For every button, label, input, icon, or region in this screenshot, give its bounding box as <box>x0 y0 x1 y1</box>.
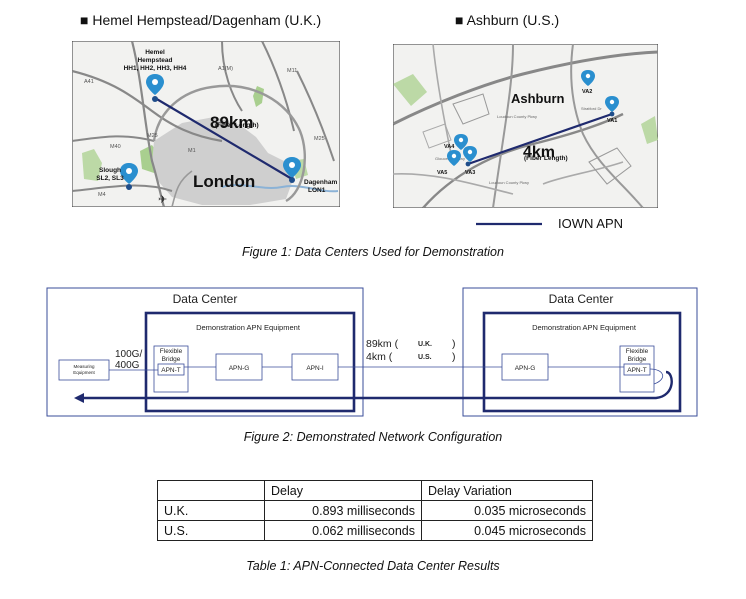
slough-label-line2: SL2, SL3 <box>96 175 124 182</box>
city-label-ashburn: Ashburn <box>511 91 565 106</box>
hemel-location-pin-icon <box>146 74 164 102</box>
left-apn-equipment-box <box>144 311 356 413</box>
slough-label-line1: Slough <box>99 167 121 174</box>
table-header-row: Delay Delay Variation <box>157 480 593 501</box>
return-signal-path <box>84 370 673 400</box>
uk-distance-note: (Fiber Length) <box>215 122 259 129</box>
uk-map-title: ■ Hemel Hempstead/Dagenham (U.K.) <box>80 12 322 28</box>
site-label-va4: VA4 <box>444 144 455 150</box>
distance-us-tag: U.S. <box>418 354 432 361</box>
road-label-m25-west: M25 <box>147 133 158 139</box>
us-map-title: ■ Ashburn (U.S.) <box>455 12 560 28</box>
network-diagram: Data Center Data Center Demonstration AP… <box>46 287 698 417</box>
distance-us-close: ) <box>452 351 456 363</box>
table-cell-region: U.K. <box>157 500 265 521</box>
table-cell-delay: 0.062 milliseconds <box>264 520 422 541</box>
hemel-label-line1: Hemel <box>145 49 165 56</box>
road-label-a41: A41 <box>84 79 94 85</box>
measuring-equipment-label-line1: Measuring <box>73 364 95 369</box>
road-label-m11: M11 <box>287 68 297 74</box>
table1-caption: Table 1: APN-Connected Data Center Resul… <box>246 559 500 573</box>
road-label-stratford-dr: Stratford Dr <box>581 106 602 111</box>
table-cell-delay-variation: 0.035 microseconds <box>421 500 593 521</box>
right-flexible-bridge-label-line1: Flexible <box>626 348 649 355</box>
measuring-equipment-label-line2: Equipment <box>73 370 95 375</box>
road-label-m25-east: M25 <box>314 136 325 142</box>
uk-distance: 89km <box>210 113 253 132</box>
speed-label-line1: 100G/ <box>115 349 142 360</box>
slough-location-pin-icon <box>120 163 138 190</box>
left-apn-g-label: APN-G <box>229 365 250 372</box>
apn-i-label: APN-I <box>306 365 324 372</box>
city-label-london: London <box>193 172 255 191</box>
left-data-center-title: Data Center <box>173 292 238 306</box>
va3-location-pin-icon <box>463 146 477 167</box>
us-distance: 4km <box>523 144 555 161</box>
table-header-delay: Delay <box>264 480 422 501</box>
table-cell-delay-variation: 0.045 microseconds <box>421 520 593 541</box>
right-data-center-box <box>462 287 698 417</box>
table-cell-delay: 0.893 milliseconds <box>264 500 422 521</box>
distance-uk-close: ) <box>452 338 456 350</box>
road-label-m4: M4 <box>98 192 106 198</box>
road-label-m1: M1 <box>188 148 196 154</box>
speed-label-line2: 400G <box>115 360 140 371</box>
dagenham-location-pin-icon <box>283 157 301 183</box>
right-apn-g-label: APN-G <box>515 365 536 372</box>
site-label-va2: VA2 <box>582 89 592 95</box>
road-label-a1m: A1(M) <box>218 66 233 72</box>
va2-location-pin-icon <box>581 70 595 86</box>
uk-map: A41 A1(M) M11 M25 M1 M40 M25 M4 ✈ Hemel … <box>72 41 340 207</box>
left-data-center-box <box>46 287 364 417</box>
distance-uk-tag: U.K. <box>418 341 432 348</box>
site-label-va1: VA1 <box>607 118 617 124</box>
dagenham-label-line1: Dagenham <box>304 179 337 186</box>
site-label-va3: VA3 <box>465 170 475 176</box>
left-apn-t-label: APN-T <box>161 367 181 374</box>
table-row: U.K. 0.893 milliseconds 0.035 microsecon… <box>157 500 593 521</box>
table-row: U.S. 0.062 milliseconds 0.045 microsecon… <box>157 520 593 541</box>
road-label-m40: M40 <box>110 144 121 150</box>
return-arrow-icon <box>74 393 84 403</box>
right-apn-t-box <box>623 363 651 376</box>
distance-uk: 89km ( <box>366 338 399 350</box>
left-flexible-bridge-label-line1: Flexible <box>160 348 183 355</box>
us-map: Loudoun County Pkwy Stratford Dr Glouces… <box>393 44 658 208</box>
figure2-caption: Figure 2: Demonstrated Network Configura… <box>243 430 503 444</box>
table-header-delay-variation: Delay Variation <box>421 480 593 501</box>
right-flexible-bridge-label-line2: Bridge <box>628 356 647 363</box>
table-header-blank <box>157 480 265 501</box>
right-apn-equipment-box <box>482 311 682 413</box>
right-apn-t-label: APN-T <box>627 367 647 374</box>
left-apn-equipment-title: Demonstration APN Equipment <box>196 323 301 332</box>
table-cell-region: U.S. <box>157 520 265 541</box>
distance-us: 4km ( <box>366 351 393 363</box>
road-label-loudoun-county-pkwy: Loudoun County Pkwy <box>497 114 537 119</box>
figure1-caption: Figure 1: Data Centers Used for Demonstr… <box>242 245 504 259</box>
forward-signal-path <box>109 366 663 385</box>
va4-location-pin-icon <box>454 134 468 150</box>
right-data-center-title: Data Center <box>549 292 614 306</box>
legend-label: IOWN APN <box>558 216 624 231</box>
site-label-va5: VA5 <box>437 170 447 176</box>
airport-icon: ✈ <box>158 194 167 206</box>
right-apn-equipment-title: Demonstration APN Equipment <box>532 323 637 332</box>
hemel-label-line3: HH1, HH2, HH3, HH4 <box>124 65 187 72</box>
legend-swatch <box>476 222 542 226</box>
road-label-loudoun-county-pkwy-2: Loudoun County Pkwy <box>489 180 529 185</box>
uk-apn-link <box>154 97 293 180</box>
va1-location-pin-icon <box>605 96 619 117</box>
hemel-label-line2: Hempstead <box>137 57 172 64</box>
us-distance-note: (Fiber Length) <box>524 155 568 162</box>
va5-location-pin-icon <box>447 150 461 166</box>
results-table: Delay Delay Variation U.K. 0.893 millise… <box>157 480 593 541</box>
left-flexible-bridge-label-line2: Bridge <box>162 356 181 363</box>
dagenham-label-line2: LON1 <box>308 187 326 194</box>
left-apn-t-box <box>157 363 185 376</box>
us-apn-link <box>467 112 613 166</box>
